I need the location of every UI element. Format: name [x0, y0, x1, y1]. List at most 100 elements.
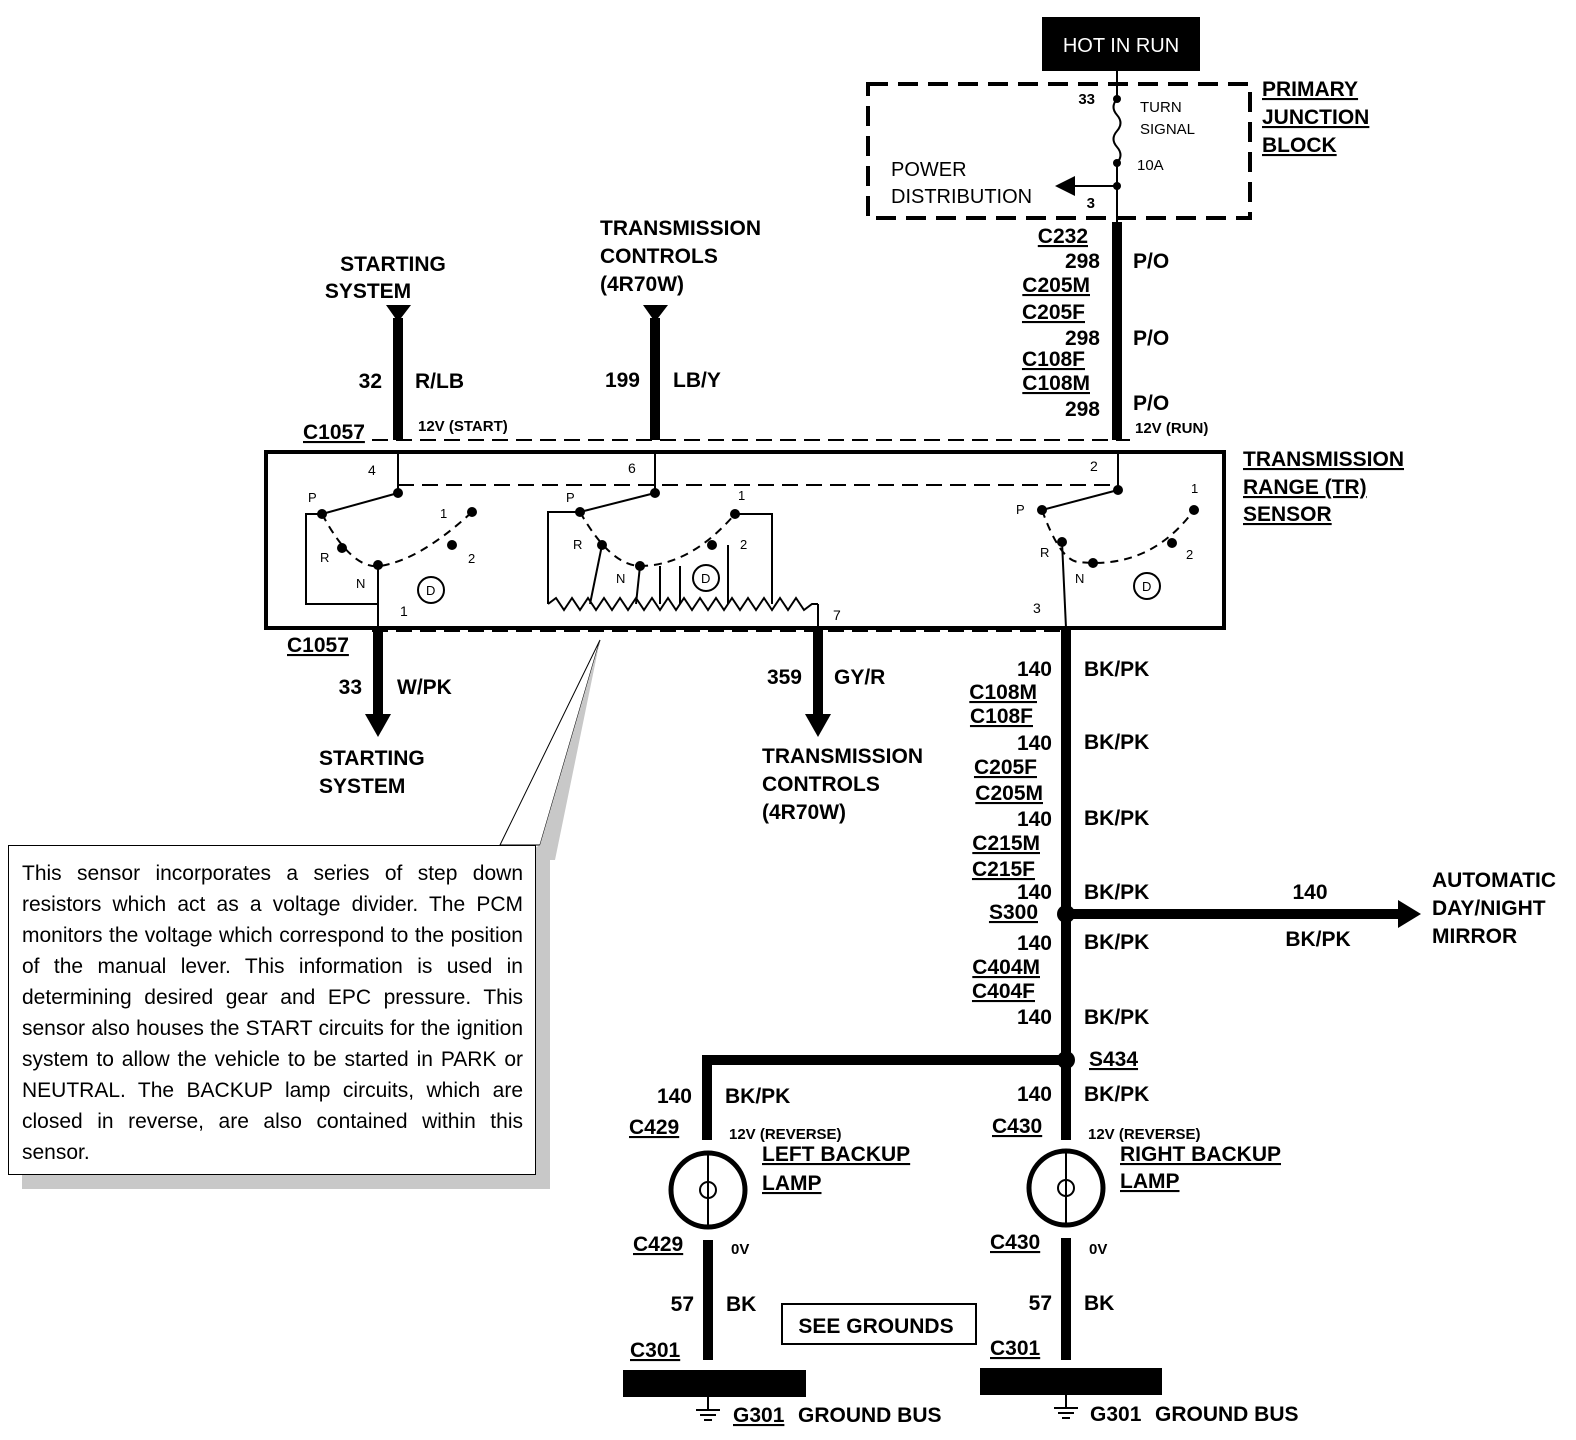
voltage-label: 12V (REVERSE) [729, 1126, 842, 1143]
wire-color: P/O [1133, 392, 1169, 415]
position-label: D [701, 571, 710, 586]
ground-label: G301 [733, 1404, 785, 1427]
circuit-number: 199 [605, 369, 640, 392]
power-distribution-label: DISTRIBUTION [891, 186, 1032, 208]
wire-color: BK/PK [725, 1085, 790, 1108]
fuse-label: SIGNAL [1140, 121, 1195, 138]
position-label: 2 [1186, 547, 1193, 562]
position-label: N [356, 576, 365, 591]
pin-label: 3 [1033, 600, 1041, 616]
starting-system-label: SYSTEM [325, 280, 411, 303]
circuit-number: 140 [1017, 1006, 1052, 1029]
circuit-number: 298 [1065, 327, 1100, 350]
feed-wire-298: C232 298 P/O C205M C205F 298 P/O C108F C… [1022, 222, 1208, 440]
start-switch: P R N D 2 1 [305, 488, 477, 628]
connector-label: C108F [970, 705, 1033, 728]
circuit-number: 140 [1292, 881, 1327, 904]
circuit-number: 140 [1017, 808, 1052, 831]
output-arrow-icon [365, 714, 391, 737]
tr-sensor: 4 6 2 1 7 3 P R N D 2 1 [264, 448, 1404, 630]
transmission-controls-label: TRANSMISSION [600, 217, 761, 240]
transmission-controls-label: CONTROLS [600, 245, 718, 268]
tr-sensor-title: SENSOR [1243, 503, 1332, 526]
circuit-number: 298 [1065, 250, 1100, 273]
transmission-controls-label: TRANSMISSION [762, 745, 923, 768]
starting-system-output: C1057 33 W/PK STARTING SYSTEM [287, 628, 452, 798]
see-grounds-label[interactable]: SEE GROUNDS [798, 1315, 953, 1338]
connector-label: C404F [972, 980, 1035, 1003]
voltage-label: 0V [1089, 1241, 1107, 1258]
wire-color: P/O [1133, 327, 1169, 350]
transmission-controls-label: (4R70W) [762, 801, 846, 824]
position-label: 1 [440, 506, 447, 521]
transmission-controls-input: TRANSMISSION CONTROLS (4R70W) 199 LB/Y [600, 217, 761, 440]
circuit-number: 140 [1017, 932, 1052, 955]
backup-feed-wire-140: 140 BK/PK C108M C108F 140 BK/PK C205F C2… [969, 628, 1149, 1140]
voltage-label: 0V [731, 1241, 749, 1258]
pin-3-label: 3 [1087, 195, 1095, 212]
position-label: D [1142, 579, 1151, 594]
connector-label: C1057 [287, 634, 349, 657]
sensor-note: This sensor incorporates a series of ste… [8, 845, 536, 1175]
circuit-number: 140 [1017, 881, 1052, 904]
connector-label: C232 [1038, 225, 1088, 248]
connector-label: C429 [633, 1233, 683, 1256]
position-label: 2 [740, 537, 747, 552]
wire-color: BK [1084, 1292, 1114, 1315]
connector-label: C205M [975, 782, 1043, 805]
junction-block-title: PRIMARY [1262, 78, 1358, 101]
wire-color: BK/PK [1084, 731, 1149, 754]
circuit-number: 57 [671, 1293, 694, 1316]
left-backup-lamp-circuit: 140 BK/PK C429 12V (REVERSE) LEFT BACKUP… [623, 1055, 1066, 1427]
position-label: R [320, 550, 329, 565]
splice-label: S434 [1089, 1048, 1138, 1071]
range-switch: P R N D 2 1 [547, 488, 819, 628]
connector-label: C108M [969, 681, 1037, 704]
connector-label: C205M [1022, 274, 1090, 297]
circuit-number: 140 [1017, 658, 1052, 681]
position-label: 2 [468, 551, 475, 566]
position-label: D [426, 583, 435, 598]
position-label: N [1075, 571, 1084, 586]
starting-system-label: SYSTEM [319, 775, 405, 798]
tr-sensor-title: TRANSMISSION [1243, 448, 1404, 471]
starting-system-input: STARTING SYSTEM 32 R/LB 12V (START) C105… [303, 253, 508, 444]
wire-color: BK/PK [1084, 1006, 1149, 1029]
position-label: 1 [1191, 481, 1198, 496]
input-arrow-icon [643, 305, 668, 322]
wire-color: BK/PK [1084, 1083, 1149, 1106]
mirror-branch: 140 BK/PK AUTOMATIC DAY/NIGHT MIRROR [1066, 869, 1556, 951]
connector-label: C430 [992, 1115, 1042, 1138]
circuit-number: 359 [767, 666, 802, 689]
junction-block-title: BLOCK [1262, 134, 1337, 157]
wire-color: BK/PK [1084, 807, 1149, 830]
splice-label: S300 [989, 901, 1038, 924]
note-pointer [499, 639, 601, 860]
fuse-icon [1112, 98, 1122, 164]
fuse-rating: 10A [1137, 157, 1164, 174]
ground-bus [980, 1368, 1162, 1395]
circuit-number: 140 [1017, 1083, 1052, 1106]
ground-bus [623, 1370, 806, 1397]
connector-label: C429 [629, 1116, 679, 1139]
wire-color: BK/PK [1285, 928, 1350, 951]
connector-label: C205F [1022, 301, 1085, 324]
voltage-label: 12V (START) [418, 418, 508, 435]
see-grounds-reference[interactable]: SEE GROUNDS [781, 1303, 977, 1345]
fuse-label: TURN [1140, 99, 1182, 116]
junction-block-title: JUNCTION [1262, 106, 1369, 129]
connector-label: C404M [972, 956, 1040, 979]
circuit-number: 298 [1065, 398, 1100, 421]
lamp-label: LEFT BACKUP [762, 1143, 910, 1166]
connector-label: C215F [972, 858, 1035, 881]
connector-label: C430 [990, 1231, 1040, 1254]
pin-label: 1 [400, 603, 408, 619]
transmission-controls-output: 359 GY/R TRANSMISSION CONTROLS (4R70W) [762, 628, 923, 824]
connector-label: C108F [1022, 348, 1085, 371]
position-label: N [616, 571, 625, 586]
lamp-label: RIGHT BACKUP [1120, 1143, 1281, 1166]
resistor-ladder [547, 596, 818, 612]
position-label: R [1040, 545, 1049, 560]
connector-label: C1057 [303, 421, 365, 444]
hot-in-run-box: HOT IN RUN [1042, 17, 1200, 71]
